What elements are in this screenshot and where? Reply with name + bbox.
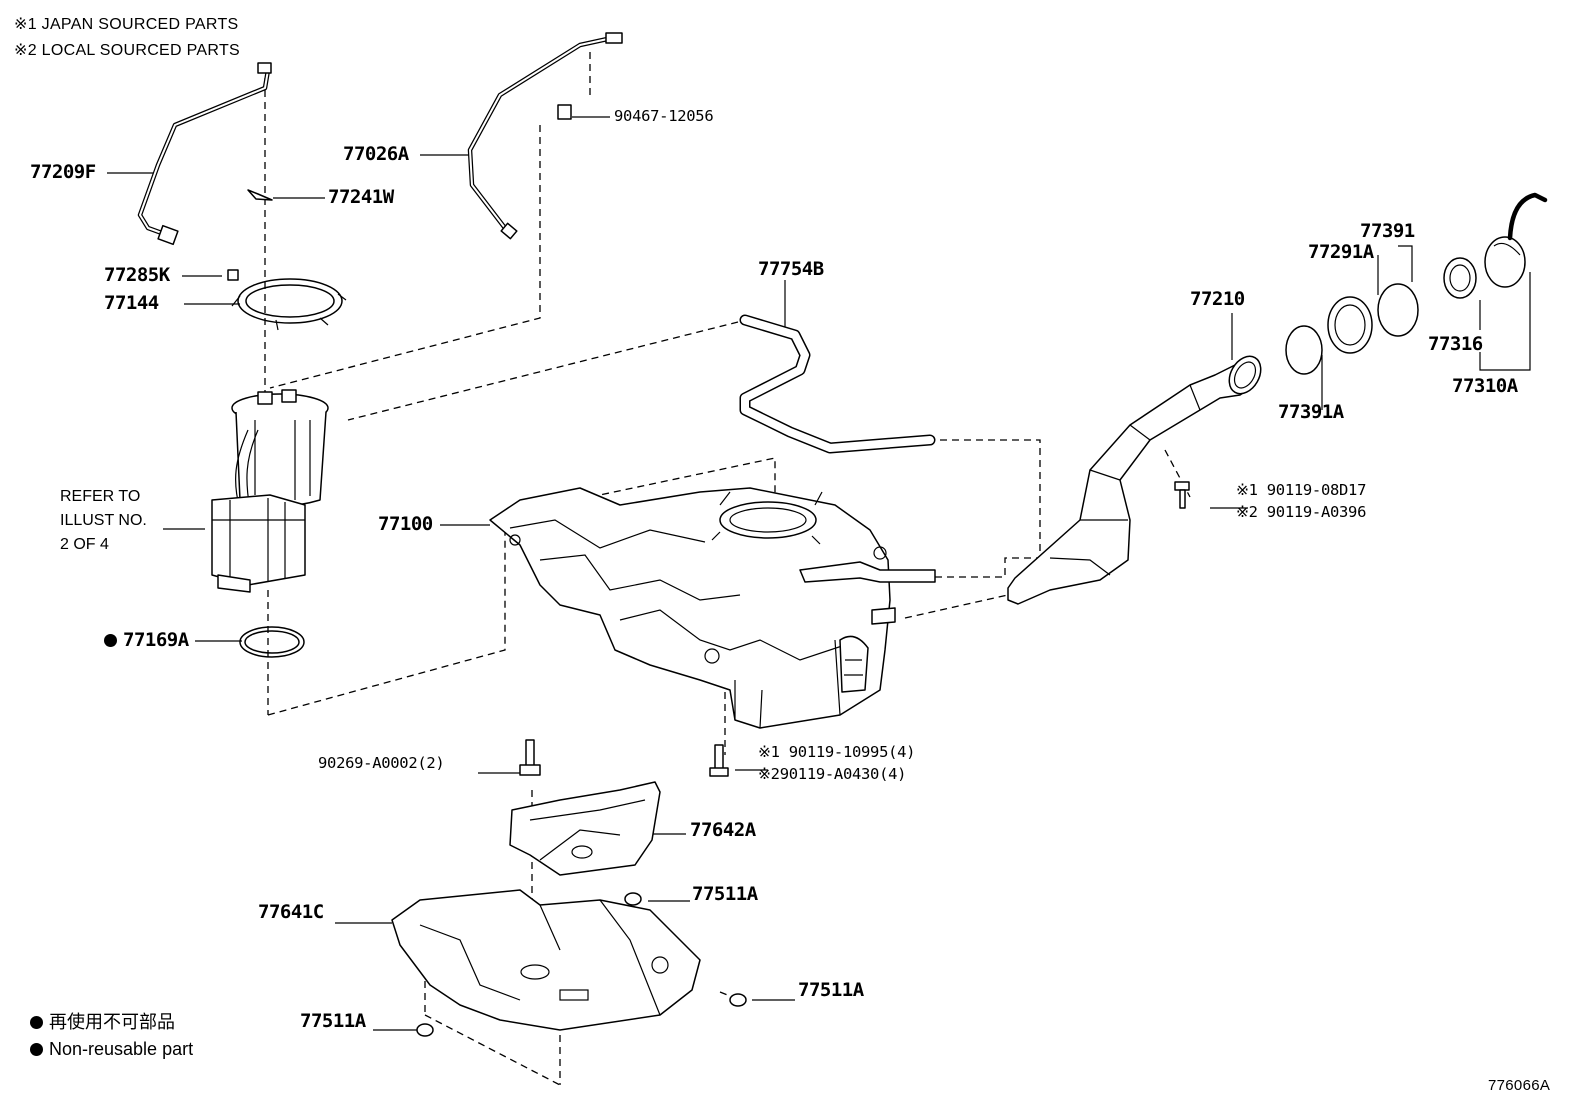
figure-id: 776066A — [1488, 1077, 1551, 1094]
part-label-90269-A0002[interactable]: 90269-A0002(2) — [318, 754, 445, 772]
gasket — [239, 626, 305, 658]
part-label-77511A-right[interactable]: 77511A — [798, 979, 864, 1001]
breather-hose — [739, 314, 936, 454]
part-label-77642A[interactable]: 77642A — [690, 819, 756, 841]
refer-line-3: 2 OF 4 — [60, 536, 109, 553]
part-label-90119-08D17[interactable]: ※1 90119-08D17 — [1236, 481, 1367, 499]
part-label-77291A[interactable]: 77291A — [1308, 241, 1374, 263]
filler-seals-and-cap — [1285, 192, 1548, 375]
retainer-ring — [227, 269, 347, 331]
clips — [416, 892, 747, 1037]
leader-lines — [107, 116, 1531, 1031]
vent-tube — [467, 32, 623, 240]
part-label-77391A[interactable]: 77391A — [1278, 401, 1344, 423]
part-label-90119-A0396[interactable]: ※2 90119-A0396 — [1236, 503, 1367, 521]
refer-line-1: REFER TO — [60, 488, 141, 505]
part-label-77144[interactable]: 77144 — [104, 292, 159, 314]
part-label-77391[interactable]: 77391 — [1360, 220, 1415, 242]
part-label-77210[interactable]: 77210 — [1190, 288, 1245, 310]
fuel-pump-assembly — [211, 389, 329, 593]
part-label-77641C[interactable]: 77641C — [258, 901, 324, 923]
part-label-77285K[interactable]: 77285K — [104, 264, 170, 286]
legend-japanese-text: 再使用不可部品 — [49, 1012, 175, 1032]
legend-english-text: Non-reusable part — [49, 1039, 194, 1059]
part-label-77100[interactable]: 77100 — [378, 513, 433, 535]
part-label-77511A-lower[interactable]: 77511A — [300, 1010, 366, 1032]
part-label-77169A-text: 77169A — [123, 629, 189, 651]
part-label-77169A[interactable]: 77169A — [104, 631, 189, 650]
part-label-90119-10995[interactable]: ※1 90119-10995(4) — [758, 743, 916, 761]
legend-dot-icon — [30, 1016, 43, 1029]
part-label-77026A[interactable]: 77026A — [343, 143, 409, 165]
part-label-90467-12056[interactable]: 90467-12056 — [614, 107, 714, 125]
fuel-filler-pipe — [1007, 355, 1262, 605]
sender-gauge-wire — [137, 62, 273, 246]
refer-line-2: ILLUST NO. — [60, 512, 147, 529]
part-label-90119-A0430[interactable]: ※290119-A0430(4) — [758, 765, 907, 783]
part-label-77316[interactable]: 77316 — [1428, 333, 1483, 355]
fuel-tank — [489, 487, 936, 729]
fuel-tank-under-cover — [391, 889, 701, 1031]
note-local-sourced: ※2 LOCAL SOURCED PARTS — [14, 42, 240, 59]
refer-text: REFER TO ILLUST NO. 2 OF 4 — [60, 485, 147, 557]
legend-english: Non-reusable part — [30, 1040, 193, 1058]
tank-protector-upper — [509, 781, 661, 876]
legend-japanese: 再使用不可部品 — [30, 1013, 175, 1031]
part-label-77241W[interactable]: 77241W — [328, 186, 394, 208]
part-label-77209F[interactable]: 77209F — [30, 161, 96, 183]
part-label-77310A[interactable]: 77310A — [1452, 375, 1518, 397]
part-label-77511A-upper[interactable]: 77511A — [692, 883, 758, 905]
legend-dot-icon — [30, 1043, 43, 1056]
non-reusable-dot-icon — [104, 634, 117, 647]
note-japan-sourced: ※1 JAPAN SOURCED PARTS — [14, 16, 239, 33]
part-label-77754B[interactable]: 77754B — [758, 258, 824, 280]
bolts — [519, 481, 1190, 777]
